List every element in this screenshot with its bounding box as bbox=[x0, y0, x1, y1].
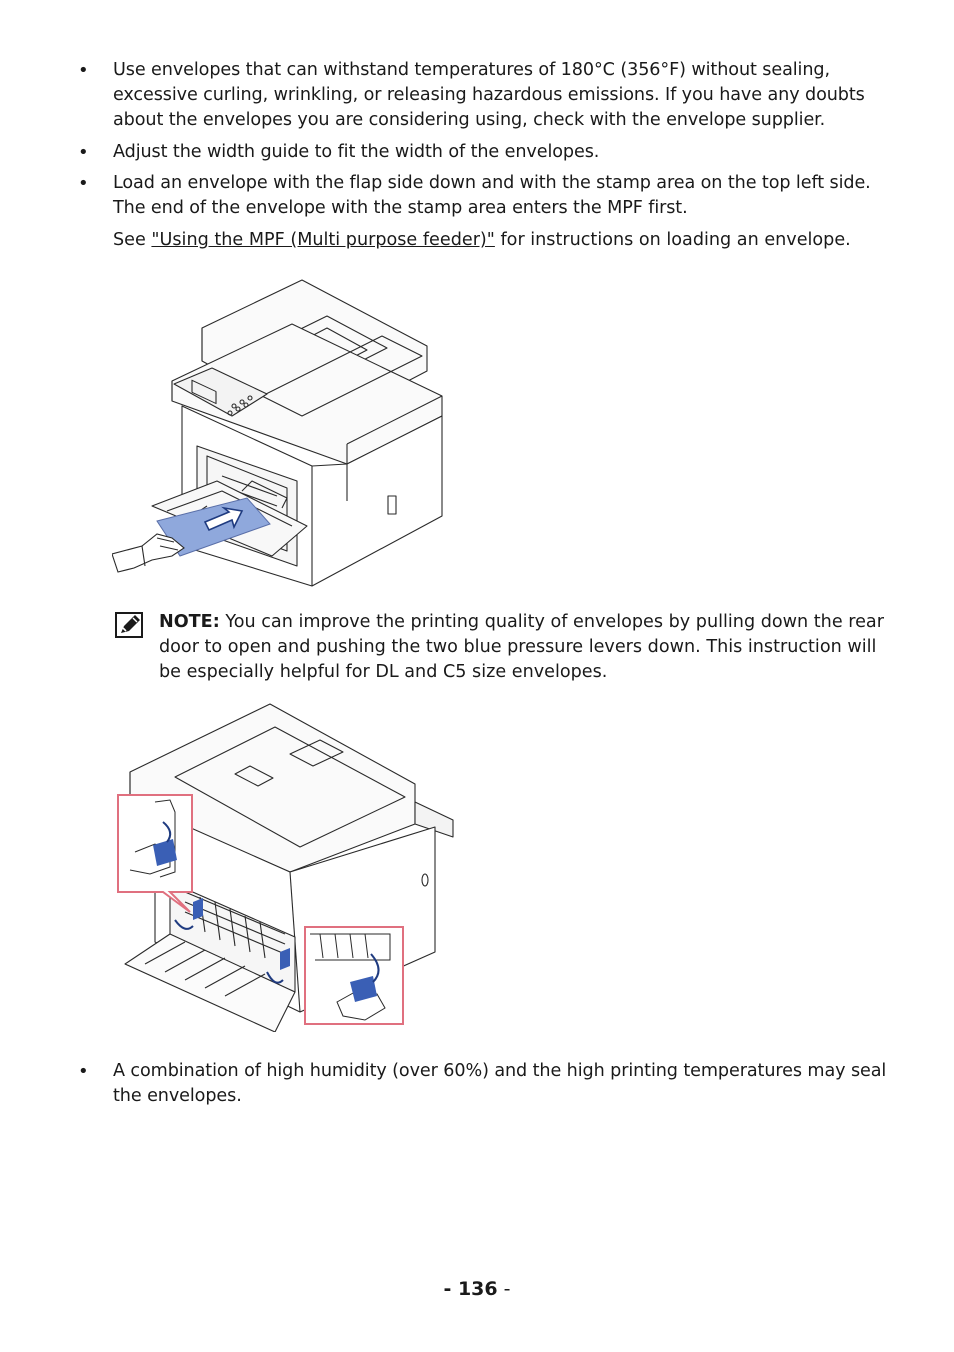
bullet-item: • Load an envelope with the flap side do… bbox=[78, 171, 898, 221]
page-number-suffix: - bbox=[497, 1278, 511, 1300]
bullet-marker: • bbox=[78, 173, 89, 194]
see-reference: See "Using the MPF (Multi purpose feeder… bbox=[113, 228, 851, 253]
bullet-marker: • bbox=[78, 1061, 89, 1082]
bullet-item: • Adjust the width guide to fit the widt… bbox=[78, 140, 898, 165]
bullet-marker: • bbox=[78, 142, 89, 163]
bullet-marker: • bbox=[78, 60, 89, 81]
page-number: - 136 - bbox=[0, 1278, 954, 1300]
note-body: You can improve the printing quality of … bbox=[159, 612, 884, 682]
page-number-bold: - 136 bbox=[443, 1278, 498, 1300]
bullet-text: Use envelopes that can withstand tempera… bbox=[113, 60, 865, 130]
note-paragraph: NOTE: You can improve the printing quali… bbox=[159, 610, 894, 685]
bullet-item: • A combination of high humidity (over 6… bbox=[78, 1059, 898, 1109]
bullet-text: A combination of high humidity (over 60%… bbox=[113, 1061, 887, 1106]
bullet-text: Load an envelope with the flap side down… bbox=[113, 173, 871, 218]
see-suffix: for instructions on loading an envelope. bbox=[494, 230, 851, 250]
see-prefix: See bbox=[113, 230, 152, 250]
mpf-link[interactable]: "Using the MPF (Multi purpose feeder)" bbox=[151, 230, 495, 250]
bullet-text: Adjust the width guide to fit the width … bbox=[113, 142, 600, 162]
bullet-item: • Use envelopes that can withstand tempe… bbox=[78, 58, 898, 133]
pencil-note-icon bbox=[115, 612, 143, 638]
printer-rear-levers-illustration bbox=[117, 703, 454, 1032]
note-label: NOTE: bbox=[159, 612, 220, 632]
printer-mpf-illustration bbox=[112, 279, 443, 587]
